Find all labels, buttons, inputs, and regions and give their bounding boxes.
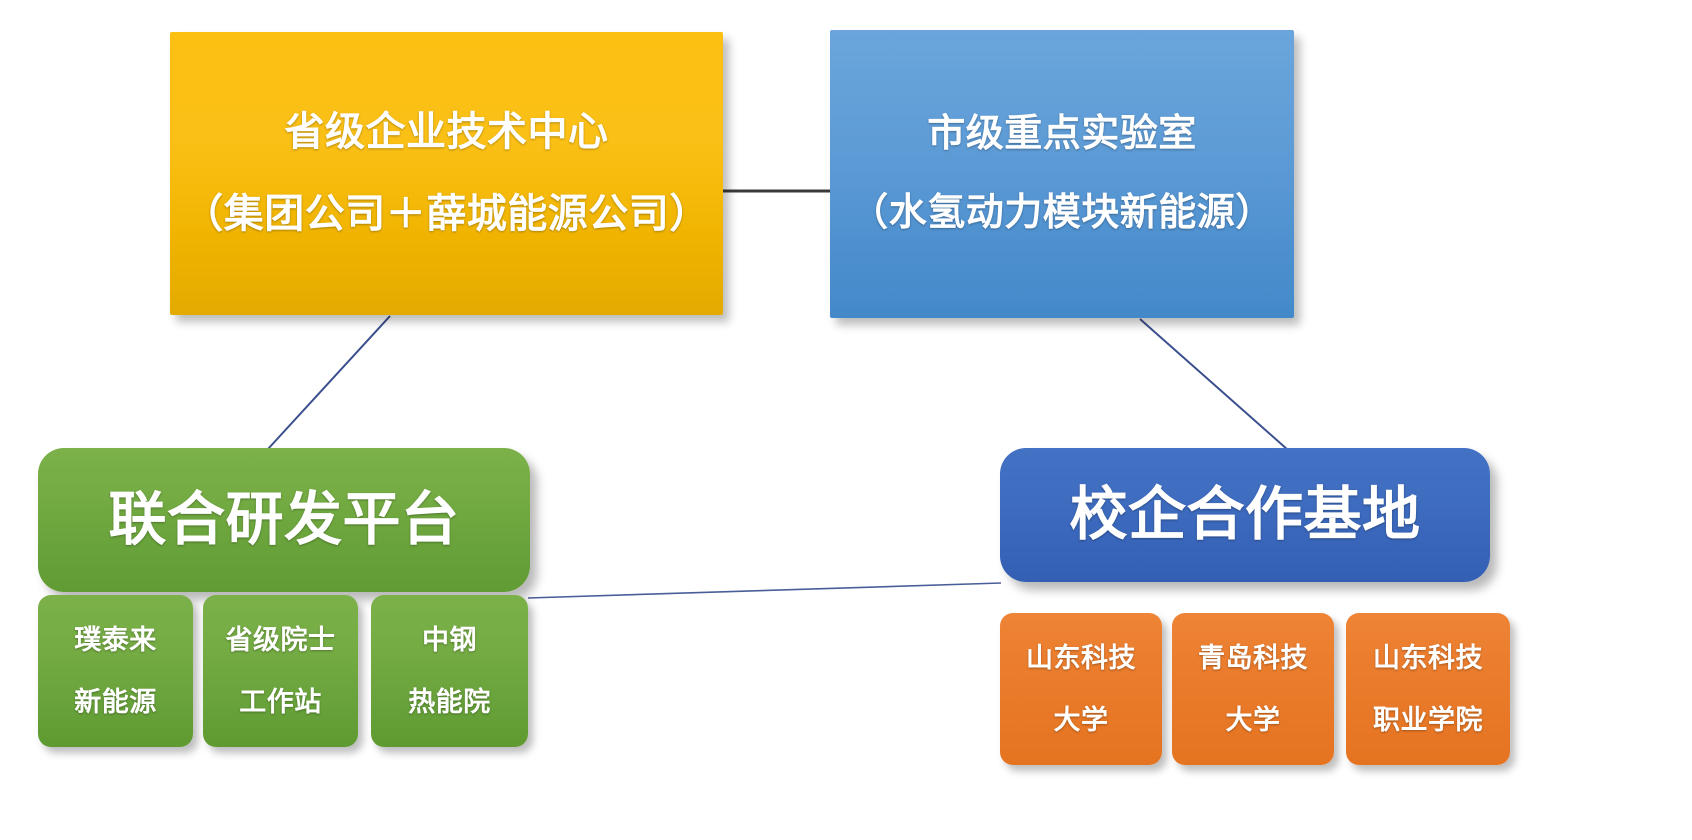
leaf-label-line2: 大学: [1225, 705, 1281, 735]
node-title-line1: 省级企业技术中心: [284, 110, 609, 155]
node-joint-rd-platform[interactable]: 联合研发平台: [38, 448, 530, 592]
leaf-label-line1: 省级院士: [225, 624, 336, 655]
leaf-label-line1: 璞泰来: [74, 624, 157, 655]
leaf-node[interactable]: 省级院士 工作站: [203, 595, 358, 747]
node-title-line2: （集团公司＋薛城能源公司）: [183, 191, 710, 236]
leaf-label-line2: 新能源: [74, 687, 157, 717]
leaf-label-line2: 职业学院: [1373, 705, 1483, 735]
leaf-label-line2: 工作站: [239, 687, 322, 717]
leaf-node[interactable]: 中钢 热能院: [371, 595, 528, 747]
node-title-line1: 市级重点实验室: [927, 112, 1197, 155]
node-municipal-key-laboratory[interactable]: 市级重点实验室 （水氢动力模块新能源）: [830, 30, 1294, 318]
leaf-label-line1: 山东科技: [1026, 642, 1136, 673]
node-title: 校企合作基地: [1069, 481, 1421, 547]
node-title: 联合研发平台: [108, 486, 460, 552]
connector-yellow-to-green: [267, 315, 391, 450]
leaf-label-line2: 热能院: [408, 687, 491, 717]
node-provincial-enterprise-tech-center[interactable]: 省级企业技术中心 （集团公司＋薛城能源公司）: [170, 32, 723, 315]
connector-blue-to-darkblue: [1139, 318, 1289, 451]
leaf-node[interactable]: 山东科技 职业学院: [1346, 613, 1510, 765]
leaf-node[interactable]: 山东科技 大学: [1000, 613, 1162, 765]
leaf-label-line1: 山东科技: [1373, 642, 1483, 673]
connector-bottom-horizontal: [527, 582, 1002, 599]
leaf-node[interactable]: 青岛科技 大学: [1172, 613, 1334, 765]
leaf-label-line1: 青岛科技: [1198, 642, 1308, 673]
node-title-line2: （水氢动力模块新能源）: [850, 192, 1274, 234]
node-school-enterprise-cooperation-base[interactable]: 校企合作基地: [1000, 448, 1490, 582]
leaf-label-line2: 大学: [1053, 705, 1109, 735]
leaf-node[interactable]: 璞泰来 新能源: [38, 595, 193, 747]
leaf-label-line1: 中钢: [422, 624, 477, 655]
